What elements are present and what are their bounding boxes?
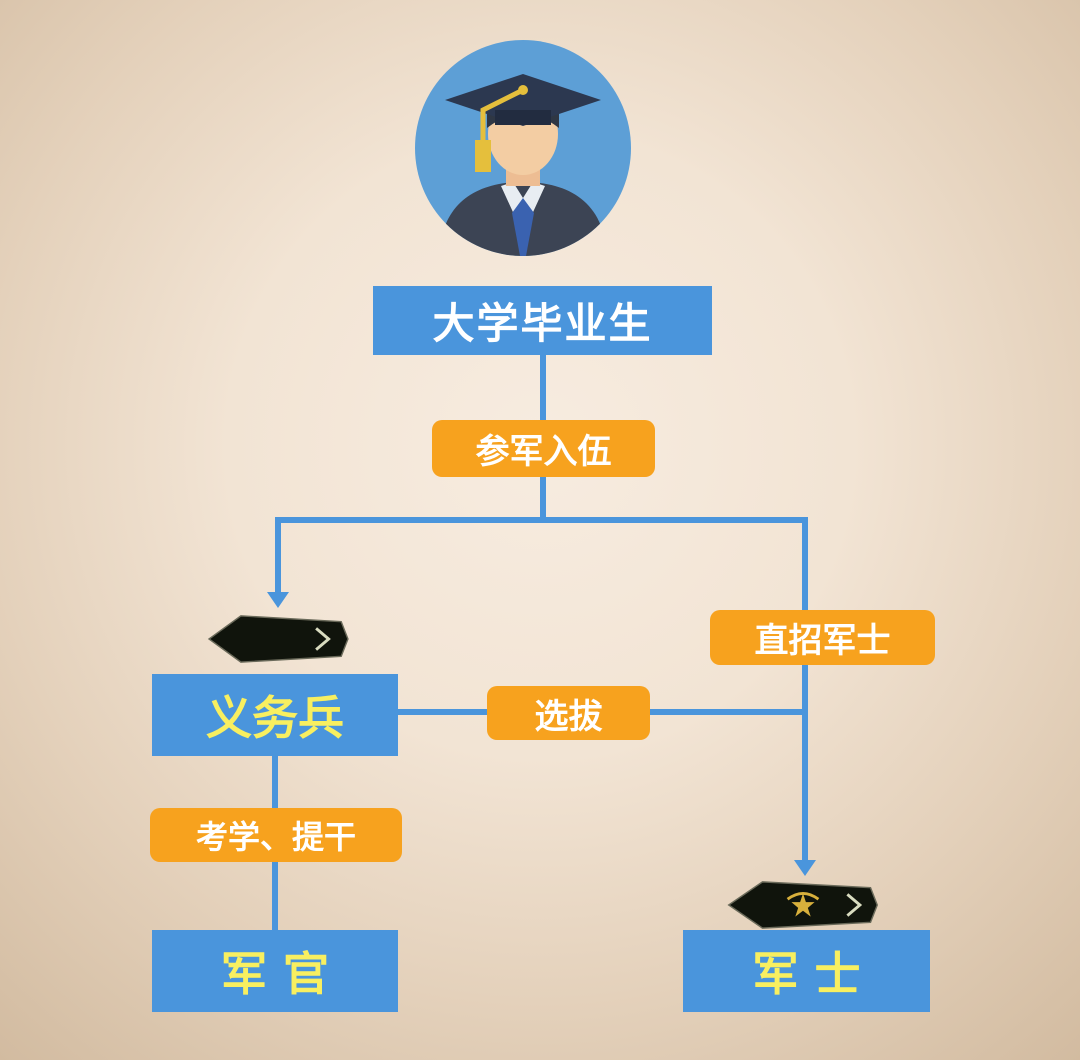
arrowhead-right-branch	[794, 860, 816, 876]
connector-branch-right	[802, 517, 808, 612]
connector-enlist-to-branch	[540, 475, 546, 523]
node-selection: 选拔	[487, 686, 650, 740]
node-officer: 军 官	[152, 930, 398, 1012]
connector-branch-left	[275, 517, 281, 595]
node-exam-promotion: 考学、提干	[150, 808, 402, 862]
node-conscript: 义务兵	[152, 674, 398, 756]
connector-direct-to-sergeant	[802, 663, 808, 865]
conscript-rank-badge-icon	[206, 612, 351, 666]
node-direct-recruit-sergeant: 直招军士	[710, 610, 935, 665]
connector-graduate-to-enlist	[540, 353, 546, 423]
node-college-graduate: 大学毕业生	[373, 286, 712, 355]
graduate-avatar-icon	[413, 38, 633, 258]
node-sergeant: 军 士	[683, 930, 930, 1012]
arrowhead-left-branch	[267, 592, 289, 608]
connector-branch-horizontal	[275, 517, 808, 523]
sergeant-rank-badge-icon	[723, 878, 883, 932]
node-enlist: 参军入伍	[432, 420, 655, 477]
